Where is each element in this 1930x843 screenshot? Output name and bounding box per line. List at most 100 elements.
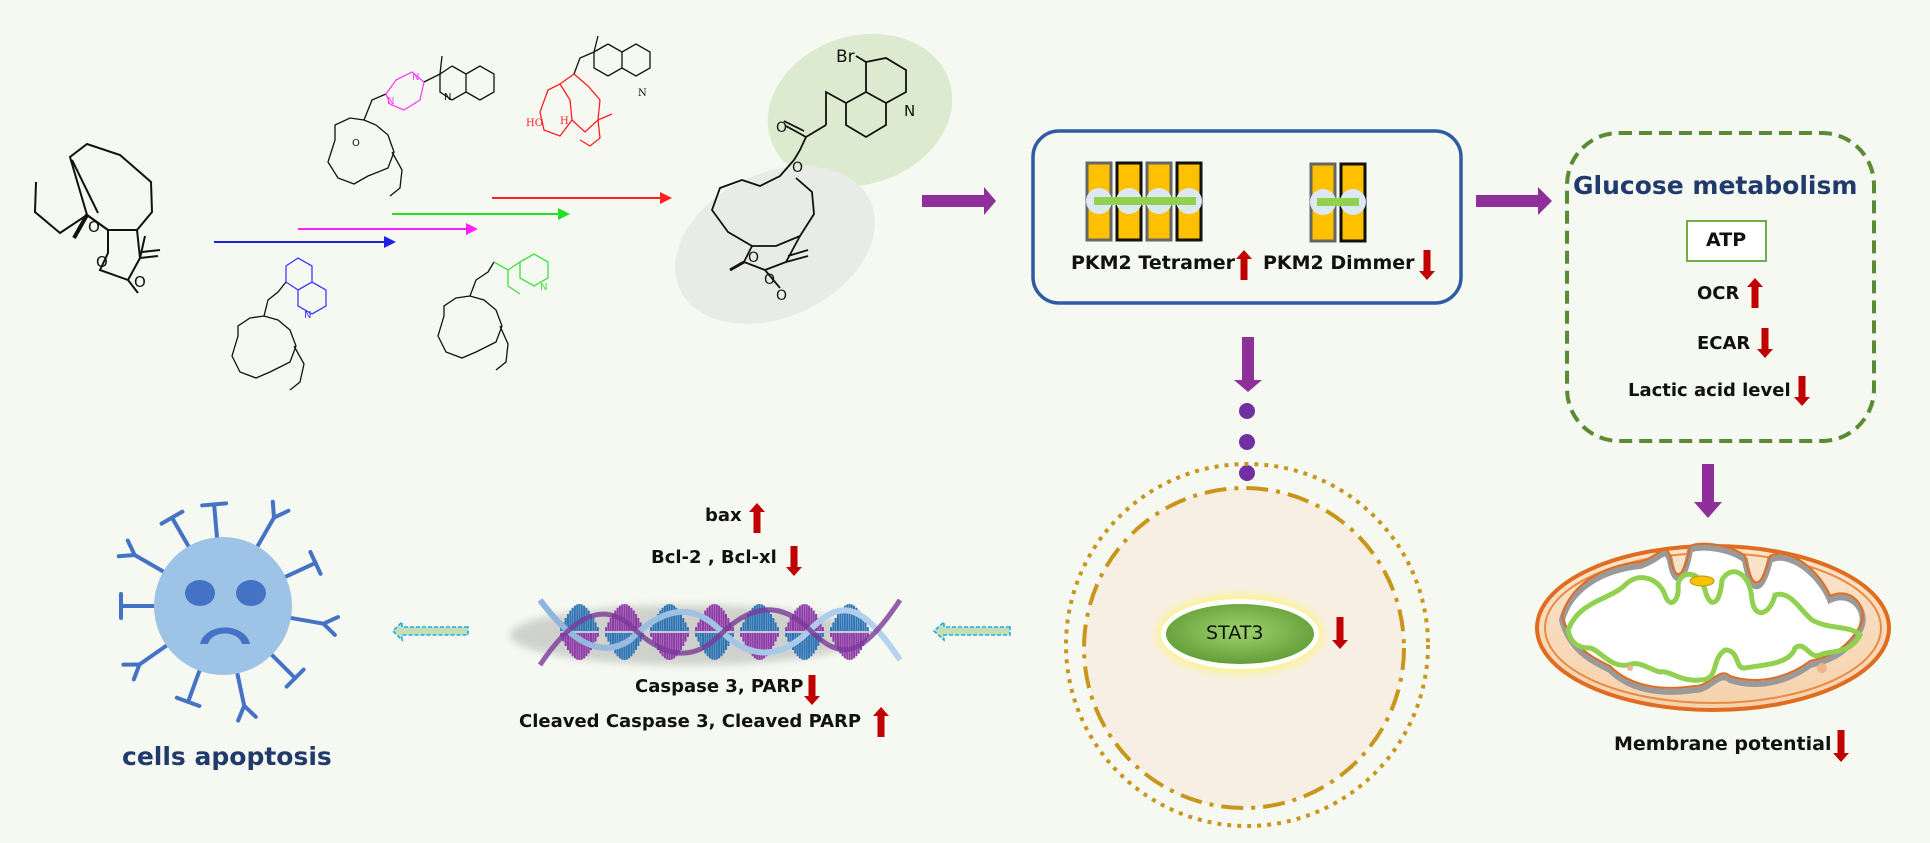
dna-base-pair: [860, 632, 862, 650]
dna-base-pair: [670, 604, 673, 632]
red-compound-h-label: H: [560, 116, 569, 127]
bax-trend-arrow: [749, 503, 765, 533]
dna-base-pair: [663, 632, 666, 659]
intermediate-compound-red: [539, 35, 651, 147]
dna-base-pair: [776, 632, 779, 637]
dna-base-pair: [805, 632, 808, 660]
dna-base-pair: [776, 627, 779, 632]
dna-base-pair: [740, 627, 743, 632]
dna-base-pair: [675, 607, 678, 632]
dna-base-pair: [675, 632, 678, 657]
dna-base-pair: [661, 632, 664, 657]
dna-base-pair: [592, 618, 595, 632]
dna-base-pair: [834, 618, 837, 632]
dna-base-pair: [758, 632, 761, 660]
dna-base-pair: [567, 632, 569, 650]
core-highlight-ellipse: [675, 166, 875, 324]
signal-dot-1: [1239, 403, 1255, 419]
ocr-trend-arrow: [1747, 278, 1763, 308]
dna-base-pair: [576, 632, 579, 660]
dna-base-pair: [787, 622, 790, 632]
dna-base-pair: [659, 610, 662, 632]
dna-base-pair: [612, 614, 614, 632]
cell-receptor-spike: [137, 641, 171, 667]
dna-base-pair: [772, 632, 775, 646]
dna-base-pair: [774, 622, 777, 632]
intermediate-compound-magenta: [327, 55, 495, 197]
dna-base-pair: [630, 607, 633, 632]
epoxide-oxygen-label: O: [88, 218, 100, 236]
dna-base-pair: [609, 618, 612, 632]
dna-base-pair: [625, 632, 628, 660]
dna-base-pair: [742, 622, 745, 632]
dna-base-pair: [794, 610, 797, 632]
dna-base-pair: [569, 632, 572, 654]
dna-base-pair: [576, 604, 579, 632]
dna-base-pair: [666, 632, 669, 660]
intermediate-compound-blue: [231, 257, 327, 391]
apoptotic-cell-graphic: [116, 499, 341, 723]
dna-base-pair: [722, 610, 725, 632]
dna-base-pair: [848, 632, 851, 660]
dna-base-pair: [808, 632, 811, 659]
trend-arrows: [749, 250, 1849, 762]
cells-apoptosis-label: cells apoptosis: [122, 742, 332, 771]
dna-base-pair: [725, 614, 727, 632]
dna-base-pair: [812, 632, 815, 654]
dna-base-pair: [850, 632, 853, 660]
pkm2-dimer-trend-arrow: [1419, 250, 1435, 280]
membrane-potential-label: Membrane potential: [1614, 733, 1832, 755]
dna-base-pair: [670, 632, 673, 660]
dna-base-pair: [699, 618, 702, 632]
cell-receptor-spike: [186, 666, 203, 704]
dna-base-pair: [864, 622, 867, 632]
flow-arrow-to-mitochondria: [1694, 464, 1722, 518]
dna-base-pair: [605, 627, 608, 632]
dna-base-pair: [663, 605, 666, 632]
dna-base-pair: [625, 604, 628, 632]
lactone-carbonyl-o-label: O: [776, 288, 787, 304]
dna-base-pair: [666, 604, 669, 632]
lactic-acid-label: Lactic acid level: [1628, 380, 1791, 401]
bcl2-label: Bcl-2 , Bcl-xl: [651, 547, 777, 568]
cell-receptor-spike: [254, 515, 276, 551]
dna-base-pair: [830, 632, 833, 637]
dna-base-pair: [630, 632, 633, 657]
dna-base-pair: [661, 607, 664, 632]
ester-o-label: O: [792, 160, 803, 176]
lactone-oxygen-label: O: [96, 253, 108, 271]
cell-receptor-spike: [285, 615, 326, 626]
dna-base-pair: [571, 607, 574, 632]
dna-base-pair: [860, 614, 862, 632]
cell-receptor-fork: [321, 615, 341, 626]
dna-base-pair: [810, 607, 813, 632]
cell-receptor-fork: [321, 621, 337, 637]
dna-base-pair: [841, 632, 844, 657]
cell-receptor-spike: [170, 515, 192, 551]
dna-base-pair: [578, 632, 581, 660]
dna-base-pair: [740, 632, 743, 637]
dna-base-pair: [592, 632, 595, 646]
dna-base-pair: [846, 632, 849, 660]
lactone-o-label: O: [764, 272, 775, 288]
dna-base-pair: [763, 605, 766, 632]
dna-base-pair: [801, 604, 804, 632]
dna-base-pair: [866, 627, 869, 632]
dna-base-pair: [801, 632, 804, 660]
dna-base-pair: [682, 618, 685, 632]
cell-receptor-spike: [280, 560, 318, 581]
dna-base-pair: [580, 632, 583, 660]
dna-base-pair: [720, 632, 723, 657]
dna-base-pair: [684, 622, 687, 632]
cell-left-eye: [185, 580, 215, 606]
blue-arrow-head: [384, 236, 396, 248]
dna-base-pair: [767, 632, 770, 654]
dna-base-pair: [695, 632, 698, 637]
red-arrow-head: [660, 192, 672, 204]
ocr-label: OCR: [1697, 283, 1740, 304]
bax-label: bax: [705, 505, 742, 526]
dna-base-pair: [686, 632, 689, 637]
dna-base-pair: [742, 632, 745, 642]
dna-base-pair: [677, 632, 680, 654]
